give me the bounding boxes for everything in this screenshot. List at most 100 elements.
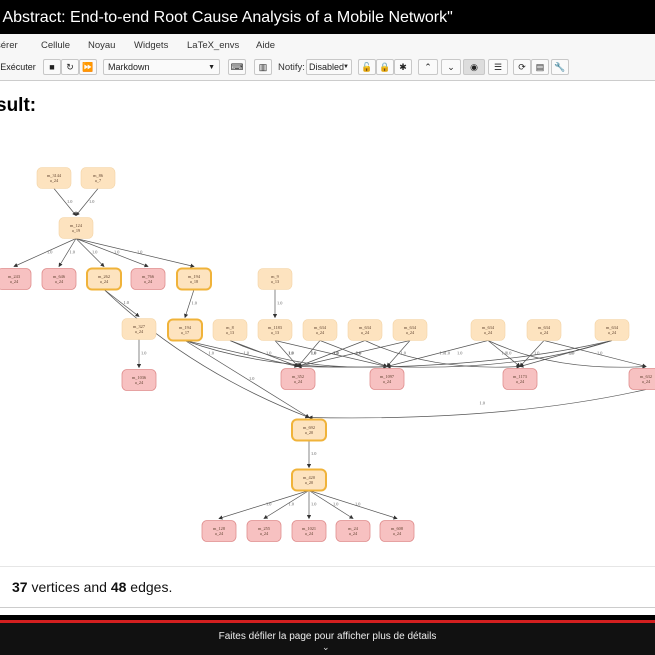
chart-button[interactable]: ▥: [254, 59, 272, 75]
edges-text: edges.: [126, 579, 173, 595]
graph-node-box: [212, 319, 248, 341]
bar-chart-icon: ▥: [258, 61, 268, 72]
book-icon: ▤: [535, 61, 545, 72]
node-attribute-label: a_18: [190, 279, 198, 284]
toc-button[interactable]: ☰: [488, 59, 508, 75]
node-metric-label: m_634: [606, 325, 619, 330]
move-up-button[interactable]: ⌃: [418, 59, 438, 75]
edge-weight-label: 1.0: [568, 351, 573, 356]
refresh-button[interactable]: ⟳: [513, 59, 531, 75]
node-metric-label: m_128: [213, 526, 225, 531]
scroll-hint-bar[interactable]: Faites défiler la page pour afficher plu…: [0, 623, 655, 655]
graph-edge: [13, 238, 77, 267]
menu-item-help[interactable]: Aide: [256, 40, 276, 51]
restart-button[interactable]: ↻: [61, 59, 79, 75]
graph-edge: [274, 340, 299, 368]
notify-value: Disabled: [309, 62, 345, 72]
unlock-icon: 🔓: [361, 61, 373, 72]
edge-weight-label: 1.0: [92, 250, 97, 255]
fast-forward-button[interactable]: ⏩: [79, 59, 97, 75]
graph-edge: [308, 490, 398, 520]
graph-node-box: [291, 418, 327, 442]
menu-item-insert[interactable]: sérer: [0, 40, 18, 51]
menu-item-latex-envs[interactable]: LaTeX_envs: [187, 40, 240, 51]
graph-node[interactable]: m_24a_24: [335, 520, 371, 542]
graph-node-box: [347, 319, 383, 341]
graph-node[interactable]: m_86a_7: [80, 167, 116, 189]
move-down-button[interactable]: ⌄: [441, 59, 461, 75]
stop-button[interactable]: ■: [43, 59, 61, 75]
graph-node-box: [130, 268, 166, 290]
graph-node-box: [526, 319, 562, 341]
edge-weight-label: 1.0: [114, 250, 119, 255]
wrench-button[interactable]: 🔧: [551, 59, 569, 75]
menu-item-cell[interactable]: Cellule: [41, 40, 71, 51]
notify-select[interactable]: Disabled ▼: [306, 59, 352, 75]
graph-node[interactable]: m_9a_13: [257, 268, 293, 290]
graph-node-box: [201, 520, 237, 542]
unlock-button[interactable]: 🔓: [358, 59, 376, 75]
graph-edge: [386, 340, 489, 368]
node-attribute-label: a_24: [608, 330, 617, 335]
node-metric-label: m_1183: [268, 325, 282, 330]
graph-node-box: [257, 319, 293, 341]
edge-weight-label: 1.0: [445, 351, 450, 356]
edge-weight-label: 1.0: [209, 351, 214, 356]
graph-node-box: [628, 368, 655, 390]
progress-bar: [0, 620, 655, 623]
asterisk-button[interactable]: ✱: [394, 59, 412, 75]
graph-node[interactable]: m_8a_13: [212, 319, 248, 341]
menu-item-kernel[interactable]: Noyau: [88, 40, 116, 51]
hide-input-button[interactable]: ◉: [463, 59, 485, 75]
node-attribute-label: a_19: [72, 228, 80, 233]
node-metric-label: m_194: [179, 325, 192, 330]
edge-weight-label: 1.0: [266, 351, 271, 356]
keyboard-button[interactable]: ⌨: [228, 59, 246, 75]
menu-item-widgets[interactable]: Widgets: [134, 40, 169, 51]
scroll-hint-text: Faites défiler la page pour afficher plu…: [218, 631, 437, 642]
node-attribute-label: a_13: [271, 279, 279, 284]
run-button[interactable]: Exécuter: [0, 59, 38, 75]
node-metric-label: m_327: [133, 324, 146, 329]
node-metric-label: m_24: [348, 526, 359, 531]
graph-node-box: [176, 267, 212, 291]
lock-button[interactable]: 🔒: [376, 59, 394, 75]
node-attribute-label: a_24: [50, 178, 59, 183]
node-metric-label: m_634: [538, 325, 551, 330]
graph-edge: [487, 340, 647, 369]
edge-weight-label: 1.0: [124, 300, 129, 305]
book-button[interactable]: ▤: [531, 59, 549, 75]
cell-type-select[interactable]: Markdown ▼: [103, 59, 220, 75]
graph-edge: [103, 289, 310, 419]
node-attribute-label: a_24: [484, 330, 493, 335]
